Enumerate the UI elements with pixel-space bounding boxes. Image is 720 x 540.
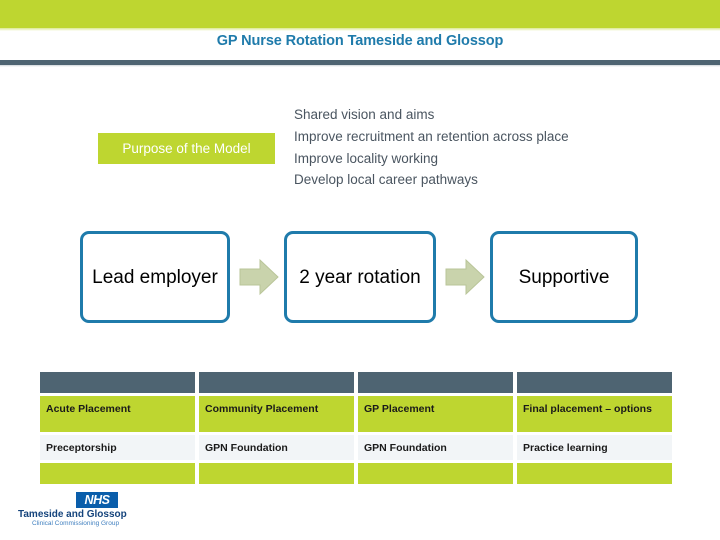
arrow-right-icon-2 [444,256,486,298]
nhs-logo: NHS Tameside and Glossop Clinical Commis… [18,492,128,532]
title-band [0,31,720,60]
nhs-org-name: Tameside and Glossop [18,509,127,520]
table-header-row [40,372,672,393]
table-cell [40,463,195,484]
table-cell: Preceptorship [40,435,195,460]
table-cell: Final placement – options [517,396,672,432]
title-divider-shadow [0,65,720,67]
aim-line-3: Improve locality working [294,150,439,166]
aim-line-4: Develop local career pathways [294,172,478,188]
table-cell: Community Placement [199,396,354,432]
table-row: Acute Placement Community Placement GP P… [40,396,672,432]
flow-step-supportive: Supportive [490,231,638,323]
table-cell [199,463,354,484]
table-cell: GPN Foundation [199,435,354,460]
flow-step-lead-employer: Lead employer [80,231,230,323]
nhs-wordmark: NHS [76,492,118,508]
flow-step-2-year-rotation: 2 year rotation [284,231,436,323]
table-row: Preceptorship GPN Foundation GPN Foundat… [40,435,672,460]
nhs-org-subtitle: Clinical Commissioning Group [32,520,120,527]
process-flow: Lead employer 2 year rotation Supportive [0,231,720,326]
table-cell: Acute Placement [40,396,195,432]
table-row [40,463,672,484]
aims-list: Shared vision and aims Improve recruitme… [294,104,694,191]
placement-table: Acute Placement Community Placement GP P… [40,372,672,484]
table-cell: Practice learning [517,435,672,460]
table-cell: GPN Foundation [358,435,513,460]
title-divider-rule [0,60,720,65]
table-cell [358,463,513,484]
purpose-of-the-model-badge: Purpose of the Model [98,133,275,164]
table-header-cell [40,372,195,393]
arrow-right-icon [238,256,280,298]
page-title: GP Nurse Rotation Tameside and Glossop [216,33,504,49]
top-green-bar [0,0,720,28]
table-header-cell [517,372,672,393]
aim-line-1: Shared vision and aims [294,107,435,122]
table-header-cell [199,372,354,393]
table-cell: GP Placement [358,396,513,432]
table-cell [517,463,672,484]
top-green-bar-fade [0,28,720,31]
aim-line-2: Improve recruitment an retention across … [294,128,569,144]
table-header-cell [358,372,513,393]
